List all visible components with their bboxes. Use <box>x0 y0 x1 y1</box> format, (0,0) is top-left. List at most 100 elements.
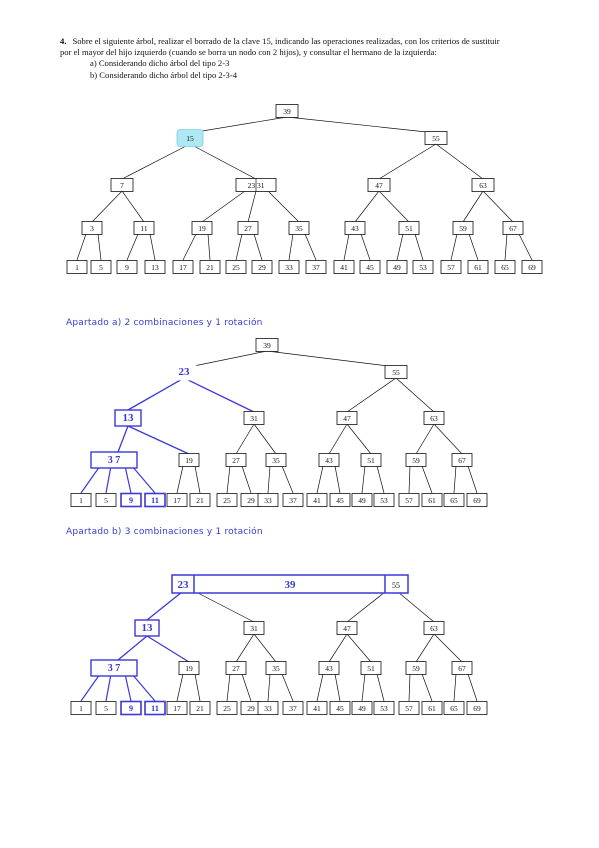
tree-edge <box>316 465 324 494</box>
tree-node: 35 <box>265 453 287 467</box>
node-key: 41 <box>340 263 348 272</box>
node-key: 51 <box>405 224 413 233</box>
tree-edge <box>105 465 112 494</box>
tree-edge <box>467 465 478 494</box>
node-box <box>171 574 409 594</box>
tree-edge <box>361 673 366 702</box>
node-box <box>423 621 445 635</box>
node-box <box>329 701 351 715</box>
tree-edge <box>121 143 191 180</box>
tree-edge <box>124 465 132 494</box>
tree-edge <box>346 377 397 413</box>
node-box <box>351 701 373 715</box>
leaf-node: 29 <box>240 701 262 715</box>
tree-edge <box>117 425 129 453</box>
node-box <box>95 493 117 507</box>
node-key: 3 7 <box>108 663 121 674</box>
leaf-node: 21 <box>189 493 211 507</box>
tree-edge <box>450 233 458 261</box>
tree-edge <box>518 233 533 261</box>
node-key: 67 <box>509 224 517 233</box>
leaf-node: 69 <box>466 701 488 715</box>
tree-edge <box>376 465 385 494</box>
leaf-node: 53 <box>412 260 434 274</box>
node-box <box>70 701 92 715</box>
node-key: 3 <box>90 224 94 233</box>
node-box <box>306 701 328 715</box>
tree-node: 67 <box>502 221 524 235</box>
leaf-node: 13 <box>144 260 166 274</box>
node-box <box>329 493 351 507</box>
tree-edge <box>328 423 348 455</box>
node-box <box>171 363 197 381</box>
node-box <box>424 131 448 145</box>
node-box <box>494 260 516 274</box>
leaf-node: 25 <box>216 701 238 715</box>
tree-node: 27 <box>225 661 247 675</box>
leaf-node: 41 <box>333 260 355 274</box>
tree-edge <box>433 633 463 663</box>
tree-node: 19 <box>178 453 200 467</box>
leaf-node: 61 <box>467 260 489 274</box>
node-key: 21 <box>196 496 204 505</box>
tree-edge <box>226 673 231 702</box>
tree-edge <box>421 465 433 494</box>
leaf-node: 37 <box>282 493 304 507</box>
leaf-node: 65 <box>443 493 465 507</box>
node-key: 45 <box>336 704 344 713</box>
node-key: 33 <box>264 496 272 505</box>
node-box <box>225 260 247 274</box>
node-key: 35 <box>295 224 303 233</box>
node-box <box>176 129 204 147</box>
node-key: 51 <box>367 664 375 673</box>
node-box <box>216 493 238 507</box>
node-key: 67 <box>458 664 466 673</box>
tree-node: 43 <box>344 221 366 235</box>
node-key: 63 <box>430 624 438 633</box>
tree-edge <box>435 143 484 180</box>
tree-edge <box>267 190 300 223</box>
node-key: 57 <box>447 263 455 272</box>
leaf-node: 9 <box>116 260 138 274</box>
leaf-node: 11 <box>144 700 166 716</box>
question-option-a: a) Considerando dicho árbol del tipo 2-3 <box>90 58 230 69</box>
node-key: 37 <box>289 704 297 713</box>
leaf-node: 53 <box>373 701 395 715</box>
tree-edge <box>346 423 372 455</box>
leaf-node: 37 <box>282 701 304 715</box>
node-key: 27 <box>232 456 240 465</box>
node-key: 59 <box>412 664 420 673</box>
node-key: 65 <box>501 263 509 272</box>
tree-edge <box>131 673 156 702</box>
tree-edge <box>266 350 397 368</box>
leaf-node: 53 <box>373 493 395 507</box>
tree-edge <box>124 673 132 702</box>
tree-edge <box>235 233 243 261</box>
node-key: 65 <box>450 704 458 713</box>
node-box <box>257 493 279 507</box>
node-box <box>133 221 155 235</box>
node-box <box>451 453 473 467</box>
tree-edge <box>433 423 463 455</box>
tree-edge <box>354 190 380 223</box>
node-key: 61 <box>474 263 482 272</box>
tree-edge <box>334 673 341 702</box>
leaf-node: 17 <box>166 493 188 507</box>
node-box <box>216 701 238 715</box>
node-key: 39 <box>283 107 291 116</box>
tree-edge <box>304 233 317 261</box>
node-box <box>251 260 273 274</box>
tree-node: 11 <box>133 221 155 235</box>
node-key: 63 <box>479 181 487 190</box>
tree-node: 27 <box>237 221 259 235</box>
node-box <box>66 260 88 274</box>
node-key: 19 <box>185 664 193 673</box>
leaf-node: 5 <box>95 493 117 507</box>
node-box <box>398 493 420 507</box>
label-apartado-b: Apartado b) 3 combinaciones y 1 rotación <box>66 527 263 537</box>
tree-edge <box>183 350 268 369</box>
node-box <box>306 493 328 507</box>
node-key: 7 <box>120 181 124 190</box>
tree-node: 19 <box>178 661 200 675</box>
node-box <box>405 661 427 675</box>
